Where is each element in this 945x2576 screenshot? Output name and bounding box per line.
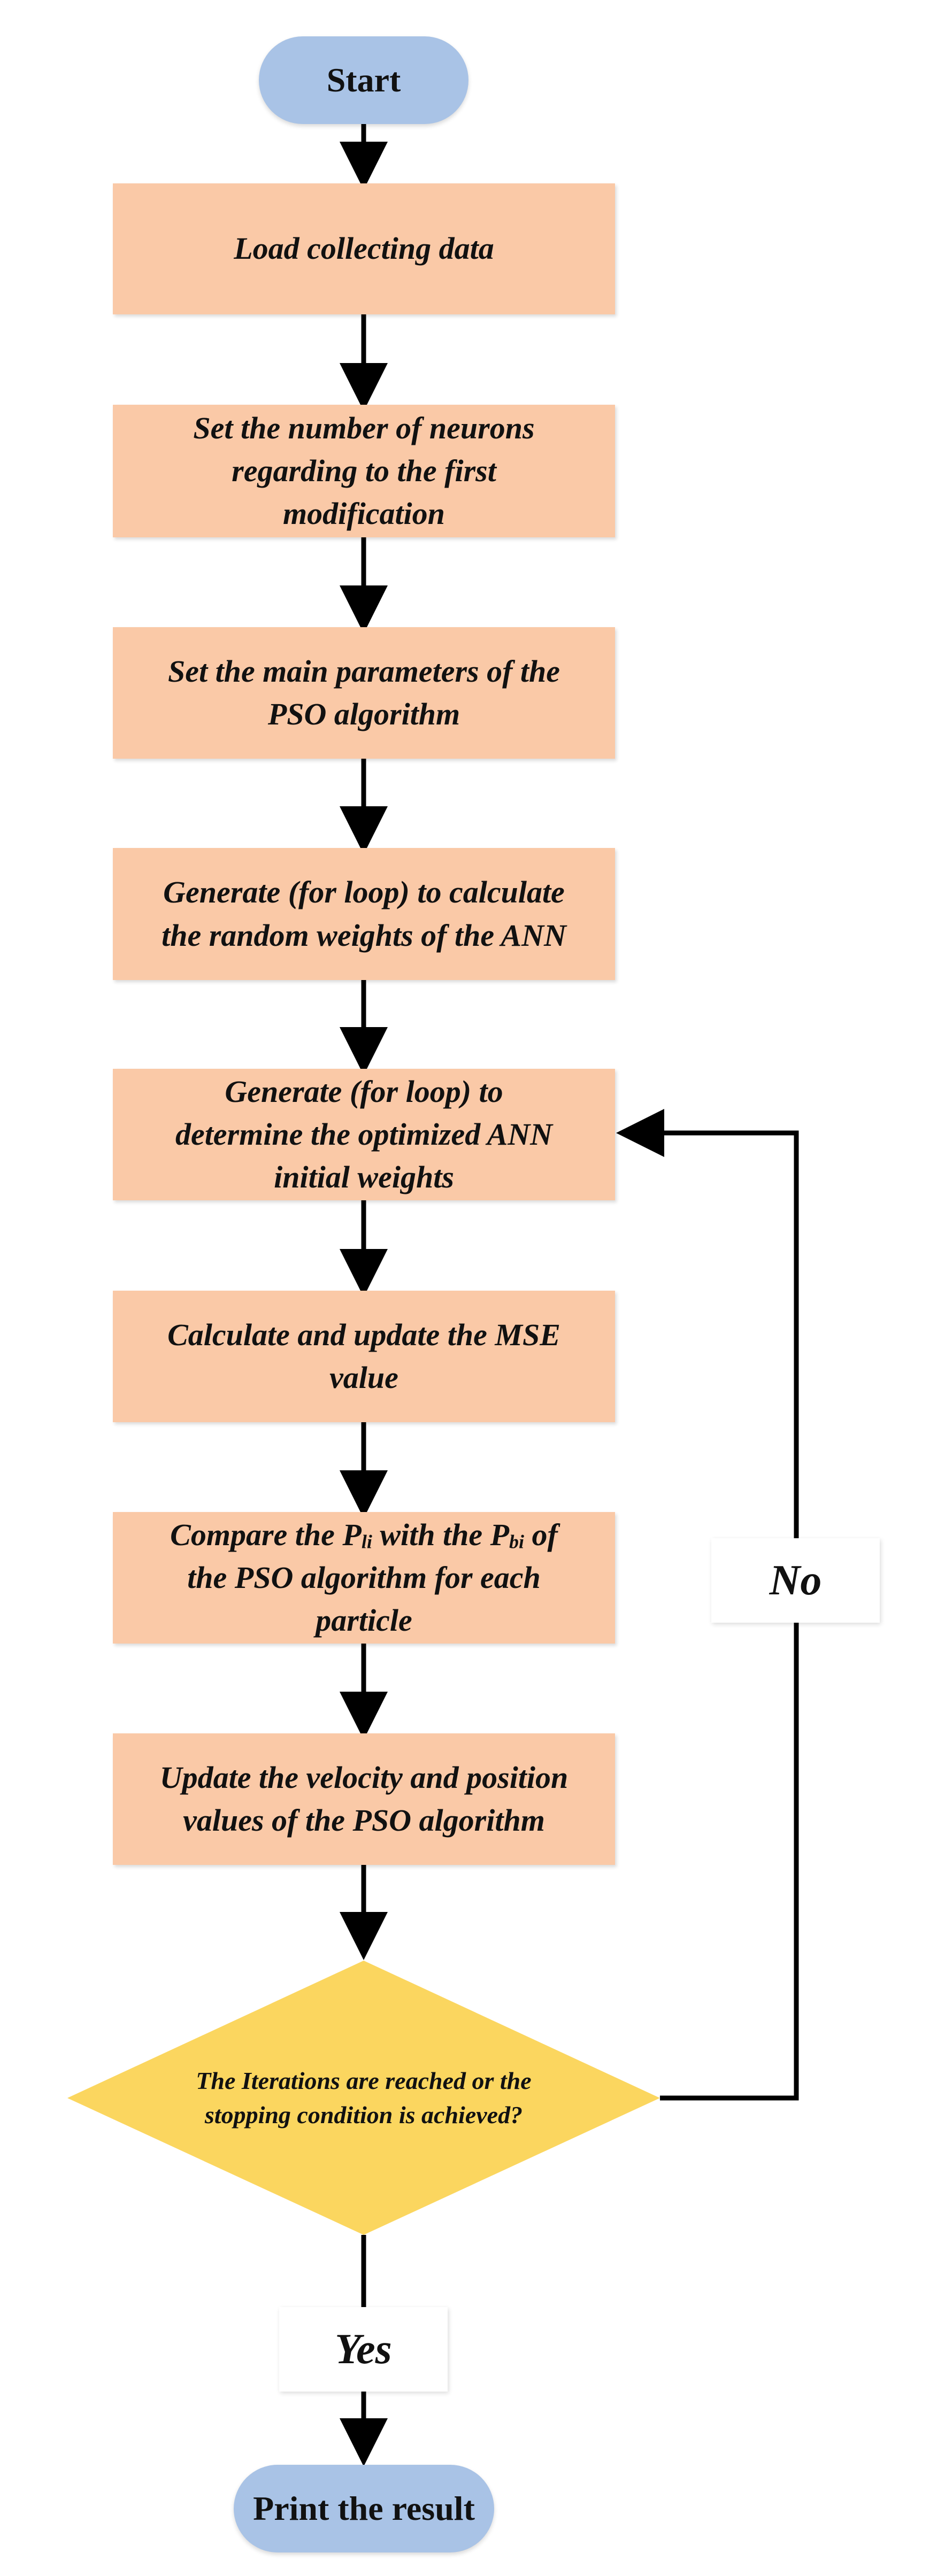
- compare-line-1-c: of: [524, 1517, 558, 1552]
- calculate-mse-line-1: Calculate and update the MSE: [167, 1317, 560, 1352]
- set-pso-params-line-2: PSO algorithm: [267, 697, 460, 731]
- calculate-mse-line-2: value: [329, 1360, 398, 1395]
- set-pso-params-step: Set the main parameters of the PSO algor…: [113, 627, 615, 759]
- decision-diamond: [67, 1961, 660, 2235]
- no-label: No: [711, 1538, 880, 1623]
- compare-step: Compare the Pli with the Pbi of the PSO …: [113, 1512, 615, 1644]
- decision-line-1: The Iterations are reached or the: [196, 2066, 532, 2094]
- set-pso-params-line-1: Set the main parameters of the: [167, 653, 560, 689]
- update-velocity-step: Update the velocity and position values …: [113, 1733, 615, 1865]
- compare-line-2: the PSO algorithm for each: [187, 1560, 541, 1595]
- set-neurons-line-3: modification: [283, 496, 445, 531]
- calculate-mse-step: Calculate and update the MSE value: [113, 1291, 615, 1422]
- compare-line-1: Compare the Pli with the Pbi of: [170, 1514, 558, 1556]
- compare-line-1-b: with the P: [372, 1517, 510, 1552]
- set-neurons-line-1: Set the number of neurons: [193, 410, 535, 445]
- update-velocity-line-2: values of the PSO algorithm: [183, 1803, 545, 1838]
- compare-line-1-a: Compare the P: [170, 1517, 362, 1552]
- update-velocity-line-1: Update the velocity and position: [159, 1760, 568, 1795]
- yes-label-text: Yes: [335, 2325, 392, 2373]
- generate-random-weights-step: Generate (for loop) to calculate the ran…: [113, 848, 615, 980]
- generate-optimized-weights-line-1: Generate (for loop) to: [225, 1074, 503, 1109]
- decision-label: The Iterations are reached or the stoppi…: [128, 2034, 599, 2162]
- load-data-label: Load collecting data: [234, 231, 494, 266]
- decision-line-2: stopping condition is achieved?: [204, 2101, 523, 2128]
- load-data-step: Load collecting data: [113, 183, 615, 314]
- start-terminal: Start: [259, 36, 468, 124]
- print-result-terminal: Print the result: [234, 2465, 494, 2552]
- generate-optimized-weights-line-2: determine the optimized ANN: [175, 1116, 553, 1152]
- set-neurons-line-2: regarding to the first: [232, 453, 496, 488]
- generate-optimized-weights-step: Generate (for loop) to determine the opt…: [113, 1069, 615, 1200]
- set-neurons-step: Set the number of neurons regarding to t…: [113, 405, 615, 537]
- yes-label: Yes: [279, 2307, 448, 2392]
- compare-line-3: particle: [316, 1603, 412, 1638]
- generate-optimized-weights-line-3: initial weights: [274, 1160, 454, 1195]
- start-label: Start: [326, 61, 401, 99]
- compare-sub-li: li: [361, 1531, 372, 1553]
- print-result-label: Print the result: [253, 2489, 475, 2527]
- no-label-text: No: [769, 1556, 822, 1604]
- compare-sub-bi: bi: [509, 1531, 524, 1553]
- generate-random-weights-line-1: Generate (for loop) to calculate: [163, 875, 565, 910]
- generate-random-weights-line-2: the random weights of the ANN: [162, 917, 566, 953]
